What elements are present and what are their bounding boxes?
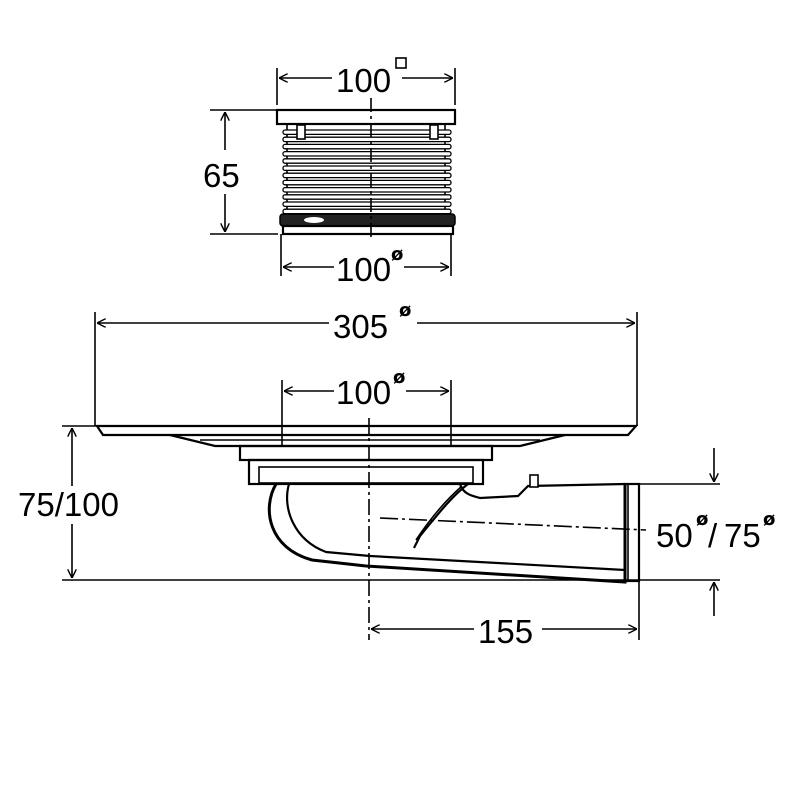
diameter-symbol-icon: ø [763,509,775,530]
outlet-label-b: 75 [724,517,761,554]
diameter-symbol-icon: ø [391,244,403,265]
grating-rib [282,129,452,136]
top-height-dimension: 65 [203,109,278,235]
grating-rib [282,165,452,172]
offset-dimension: 155 [371,582,640,650]
diameter-symbol-icon: ø [399,300,411,321]
top-bottom-label: 100 [336,251,391,288]
grating-rib [282,158,452,164]
overall-diameter-dimension: 305 ø [94,300,638,426]
grating-insert-view: 100 65 [203,57,457,288]
grating-body [275,98,457,240]
height-dimension: 75/100 [18,425,720,581]
inner-diameter-dimension: 100 ø [281,367,452,445]
grating-rib [282,186,452,193]
outlet-separator: / [708,517,718,554]
square-symbol-icon [395,57,407,69]
grating-rib [282,201,452,208]
grating-rib [282,208,452,215]
drain-body-view: 305 ø 100 ø [18,300,775,650]
diameter-symbol-icon: ø [393,367,405,388]
outlet-label-a: 50 [656,517,693,554]
grating-rib [282,143,452,150]
inner-diameter-label: 100 [336,374,391,411]
overall-diameter-label: 305 [333,308,388,345]
grating-rib [282,136,452,143]
top-width-label: 100 [336,62,391,99]
height-label: 75/100 [18,486,119,523]
top-bottom-dimension: 100 ø [280,234,452,288]
diameter-symbol-icon: ø [696,509,708,530]
grating-rib [282,179,452,186]
grating-rib [282,172,452,179]
grating-rib [282,150,452,157]
top-height-label: 65 [203,157,240,194]
top-width-dimension: 100 [276,57,456,105]
offset-label: 155 [478,613,533,650]
drain-housing [238,418,647,640]
grating-rib [282,194,452,200]
flange-plate [94,424,639,448]
outlet-diameter-dimension: 50 ø / 75 ø [640,448,775,616]
